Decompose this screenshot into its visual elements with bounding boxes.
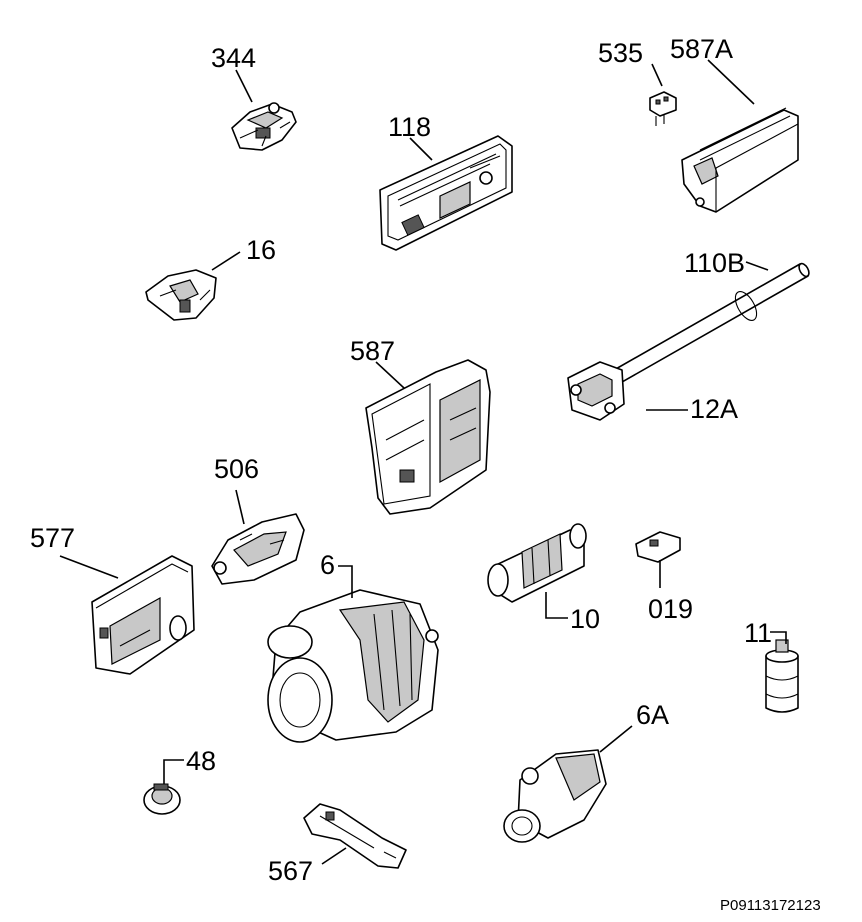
part-6-pump-motor (267, 589, 439, 743)
leader-6A (599, 725, 633, 753)
part-567-bracket (303, 803, 407, 869)
part-344-latch (231, 102, 297, 151)
leader-587 (375, 361, 405, 389)
part-506-cover (211, 513, 305, 585)
part-019-clip (635, 531, 681, 563)
label-019: 019 (648, 594, 693, 624)
leader-587A (707, 59, 755, 105)
part-587A-electronic-module (681, 107, 799, 213)
label-587: 587 (350, 336, 395, 366)
leader-567 (321, 847, 347, 865)
label-12A: 12A (690, 394, 738, 424)
drawing-code: P09113172123 (720, 897, 821, 914)
label-535: 535 (598, 38, 643, 68)
part-6A-drain-pump (503, 749, 607, 843)
label-11: 11 (744, 618, 772, 648)
leader-506 (235, 489, 245, 525)
label-6A: 6A (636, 700, 669, 730)
leader-10 (545, 592, 568, 619)
leader-110B (745, 261, 769, 271)
part-587-housing (365, 359, 491, 515)
part-10-cylinder (487, 523, 587, 603)
label-16: 16 (246, 235, 276, 265)
label-110B: 110B (684, 248, 745, 278)
label-10: 10 (570, 604, 600, 634)
part-577-control-box (91, 555, 195, 675)
part-535-connector (649, 91, 677, 126)
leader-118 (409, 137, 433, 161)
label-587A: 587A (670, 34, 733, 64)
label-567: 567 (268, 856, 313, 886)
leader-535 (651, 63, 663, 87)
part-48-plug (143, 783, 181, 815)
label-48: 48 (186, 746, 216, 776)
leader-6 (338, 565, 353, 598)
leader-16 (211, 251, 241, 271)
leader-344 (235, 69, 253, 103)
leader-577 (59, 555, 119, 579)
label-118: 118 (388, 112, 431, 142)
label-506: 506 (214, 454, 259, 484)
part-16-bracket-switch (145, 269, 217, 321)
label-6: 6 (320, 550, 335, 580)
label-577: 577 (30, 523, 75, 553)
part-11-canister (765, 639, 799, 713)
part-12A-connector-block (567, 361, 625, 421)
part-118-control-board (379, 135, 513, 251)
leader-48 (163, 759, 184, 784)
leader-11 (770, 631, 787, 644)
label-344: 344 (211, 43, 256, 73)
part-110B-hose (599, 262, 810, 391)
